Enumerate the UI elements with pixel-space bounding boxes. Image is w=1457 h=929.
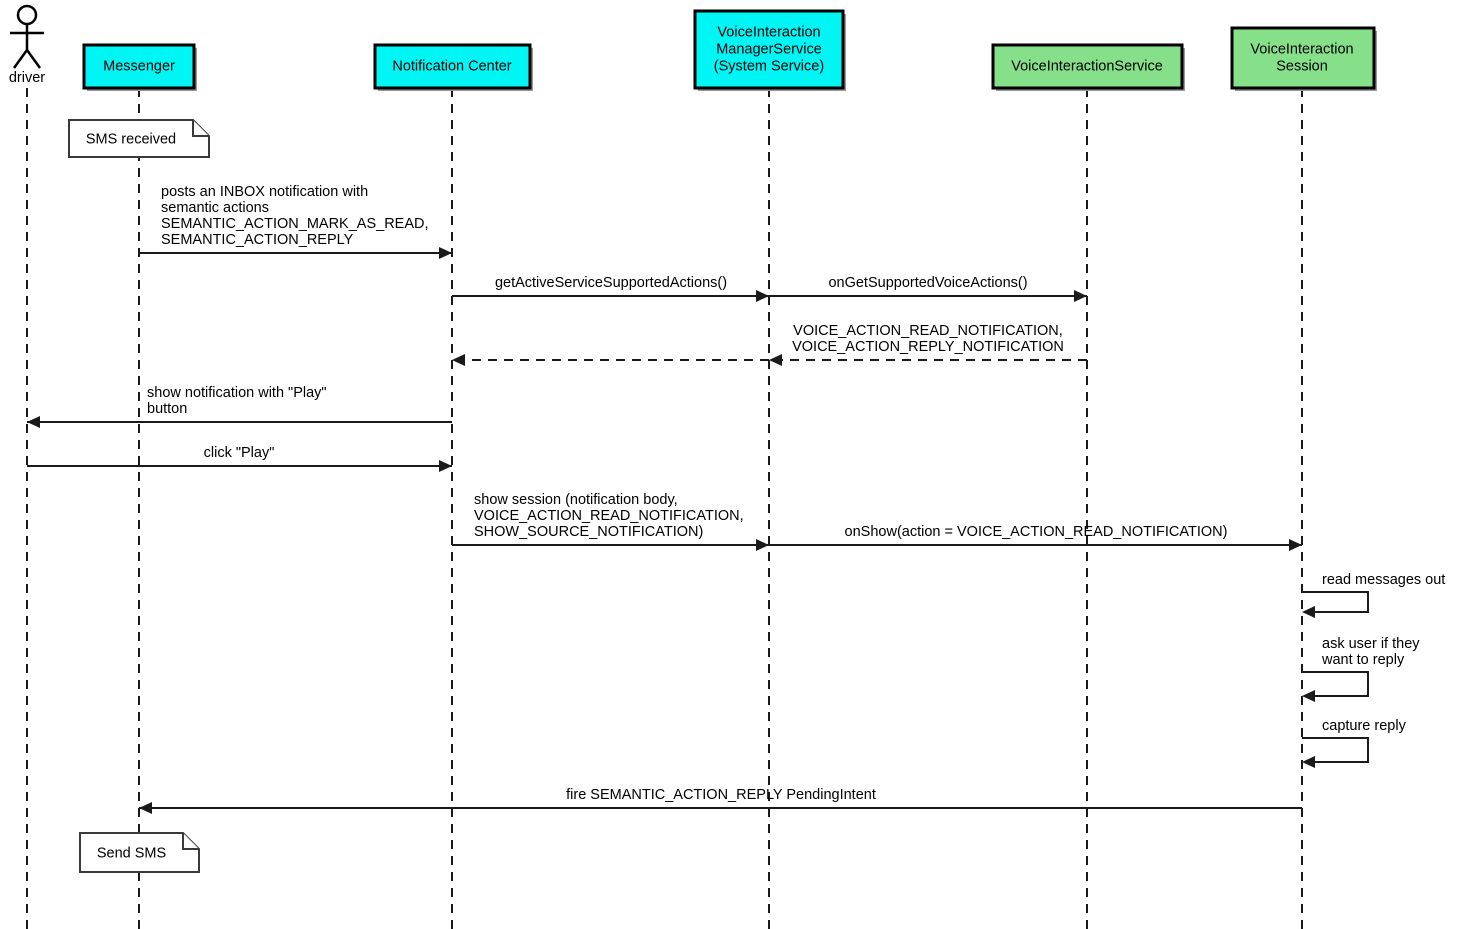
message-msg-show-session: show session (notification body,VOICE_AC… xyxy=(452,492,769,551)
arrowhead-icon xyxy=(439,247,452,259)
self-message-label: ask user if they xyxy=(1322,636,1420,652)
message-label: VOICE_ACTION_READ_NOTIFICATION, xyxy=(793,323,1063,339)
participant-box xyxy=(373,43,532,90)
note-label: SMS received xyxy=(86,131,176,147)
message-label: click "Play" xyxy=(204,445,275,461)
actor-leg-right xyxy=(25,49,42,69)
self-message-line xyxy=(1302,737,1369,763)
self-message-label: read messages out xyxy=(1322,572,1445,588)
message-label: VOICE_ACTION_REPLY_NOTIFICATION xyxy=(792,339,1064,355)
note-body xyxy=(79,832,200,873)
arrowhead-icon xyxy=(1302,690,1315,702)
note-fold-icon xyxy=(192,120,209,137)
actor-driver[interactable]: driver xyxy=(9,4,45,86)
note-fold-icon xyxy=(182,833,199,850)
arrowhead-icon xyxy=(1289,539,1302,551)
actor-label: driver xyxy=(9,70,45,86)
note-body xyxy=(68,119,210,158)
participant-label: Messenger xyxy=(103,58,175,74)
message-label: SEMANTIC_ACTION_REPLY xyxy=(161,232,354,248)
message-msg-show-notification-with-play-button: show notification with "Play"button xyxy=(27,385,452,428)
message-label: getActiveServiceSupportedActions() xyxy=(495,275,727,291)
message-label: SHOW_SOURCE_NOTIFICATION) xyxy=(474,524,703,540)
messages-layer: posts an INBOX notification withsemantic… xyxy=(27,184,1302,814)
message-msg-click-play: click "Play" xyxy=(27,445,452,472)
participant-messenger[interactable]: Messenger xyxy=(82,43,197,91)
message-msg-fire-semantic-action-reply-pending-intent: fire SEMANTIC_ACTION_REPLY PendingIntent xyxy=(139,787,1302,814)
message-msg-return-voice-actions-to-nc xyxy=(452,354,769,366)
arrowhead-icon xyxy=(769,354,782,366)
participants-layer: Messenger Notification Center VoiceInterac… xyxy=(82,9,1377,91)
actor-layer: driver xyxy=(9,4,45,86)
message-msg-on-get-supported-voice-actions: onGetSupportedVoiceActions() xyxy=(769,275,1087,302)
self-message-line xyxy=(1302,671,1369,697)
self-message-label: want to reply xyxy=(1321,652,1405,668)
message-msg-return-voice-actions-to-vims: VOICE_ACTION_READ_NOTIFICATION,VOICE_ACT… xyxy=(769,323,1087,366)
participant-voice-interaction-service[interactable]: VoiceInteractionService xyxy=(991,43,1185,91)
arrowhead-icon xyxy=(756,290,769,302)
message-label: SEMANTIC_ACTION_MARK_AS_READ, xyxy=(161,216,429,232)
participant-label: VoiceInteraction xyxy=(717,24,820,40)
message-label: fire SEMANTIC_ACTION_REPLY PendingIntent xyxy=(566,787,876,803)
participant-box xyxy=(1230,26,1376,90)
message-msg-on-show: onShow(action = VOICE_ACTION_READ_NOTIFI… xyxy=(769,524,1302,551)
lifelines-layer xyxy=(26,88,1303,929)
message-label: VOICE_ACTION_READ_NOTIFICATION, xyxy=(474,508,744,524)
arrowhead-icon xyxy=(1302,756,1315,768)
note-label: Send SMS xyxy=(97,845,166,861)
message-msg-get-active-service-supported-actions: getActiveServiceSupportedActions() xyxy=(452,275,769,302)
participant-label: VoiceInteractionService xyxy=(1011,58,1163,74)
message-label: posts an INBOX notification with xyxy=(161,184,368,200)
arrowhead-icon xyxy=(452,354,465,366)
message-label: show session (notification body, xyxy=(474,492,678,508)
actor-head-icon xyxy=(16,4,38,26)
participant-label: Session xyxy=(1276,58,1328,74)
message-label: onGetSupportedVoiceActions() xyxy=(828,275,1027,291)
participant-label: ManagerService xyxy=(716,41,822,57)
participant-label: (System Service) xyxy=(714,58,824,74)
participant-box xyxy=(82,43,196,90)
message-label: button xyxy=(147,401,187,417)
arrowhead-icon xyxy=(439,460,452,472)
arrowhead-icon xyxy=(1302,606,1315,618)
message-msg-post-inbox-notification: posts an INBOX notification withsemantic… xyxy=(139,184,452,259)
arrowhead-icon xyxy=(27,416,40,428)
message-label: semantic actions xyxy=(161,200,269,216)
note-sms-received: SMS received xyxy=(68,119,210,158)
arrowhead-icon xyxy=(1074,290,1087,302)
message-label: onShow(action = VOICE_ACTION_READ_NOTIFI… xyxy=(845,524,1228,540)
participant-label: VoiceInteraction xyxy=(1250,41,1353,57)
note-send-sms: Send SMS xyxy=(79,832,200,873)
participant-box xyxy=(693,9,845,90)
self-message-self-msg-read-messages-out: read messages out xyxy=(1302,572,1445,618)
self-message-line xyxy=(1302,591,1369,613)
self-message-label: capture reply xyxy=(1322,718,1407,734)
arrowhead-icon xyxy=(139,802,152,814)
message-label: show notification with "Play" xyxy=(147,385,327,401)
actor-leg-left xyxy=(12,49,29,69)
participant-notification-center[interactable]: Notification Center xyxy=(373,43,533,91)
self-message-self-msg-capture-reply: capture reply xyxy=(1302,718,1407,768)
arrowhead-icon xyxy=(756,539,769,551)
participant-label: Notification Center xyxy=(392,58,511,74)
participant-box xyxy=(991,43,1184,90)
